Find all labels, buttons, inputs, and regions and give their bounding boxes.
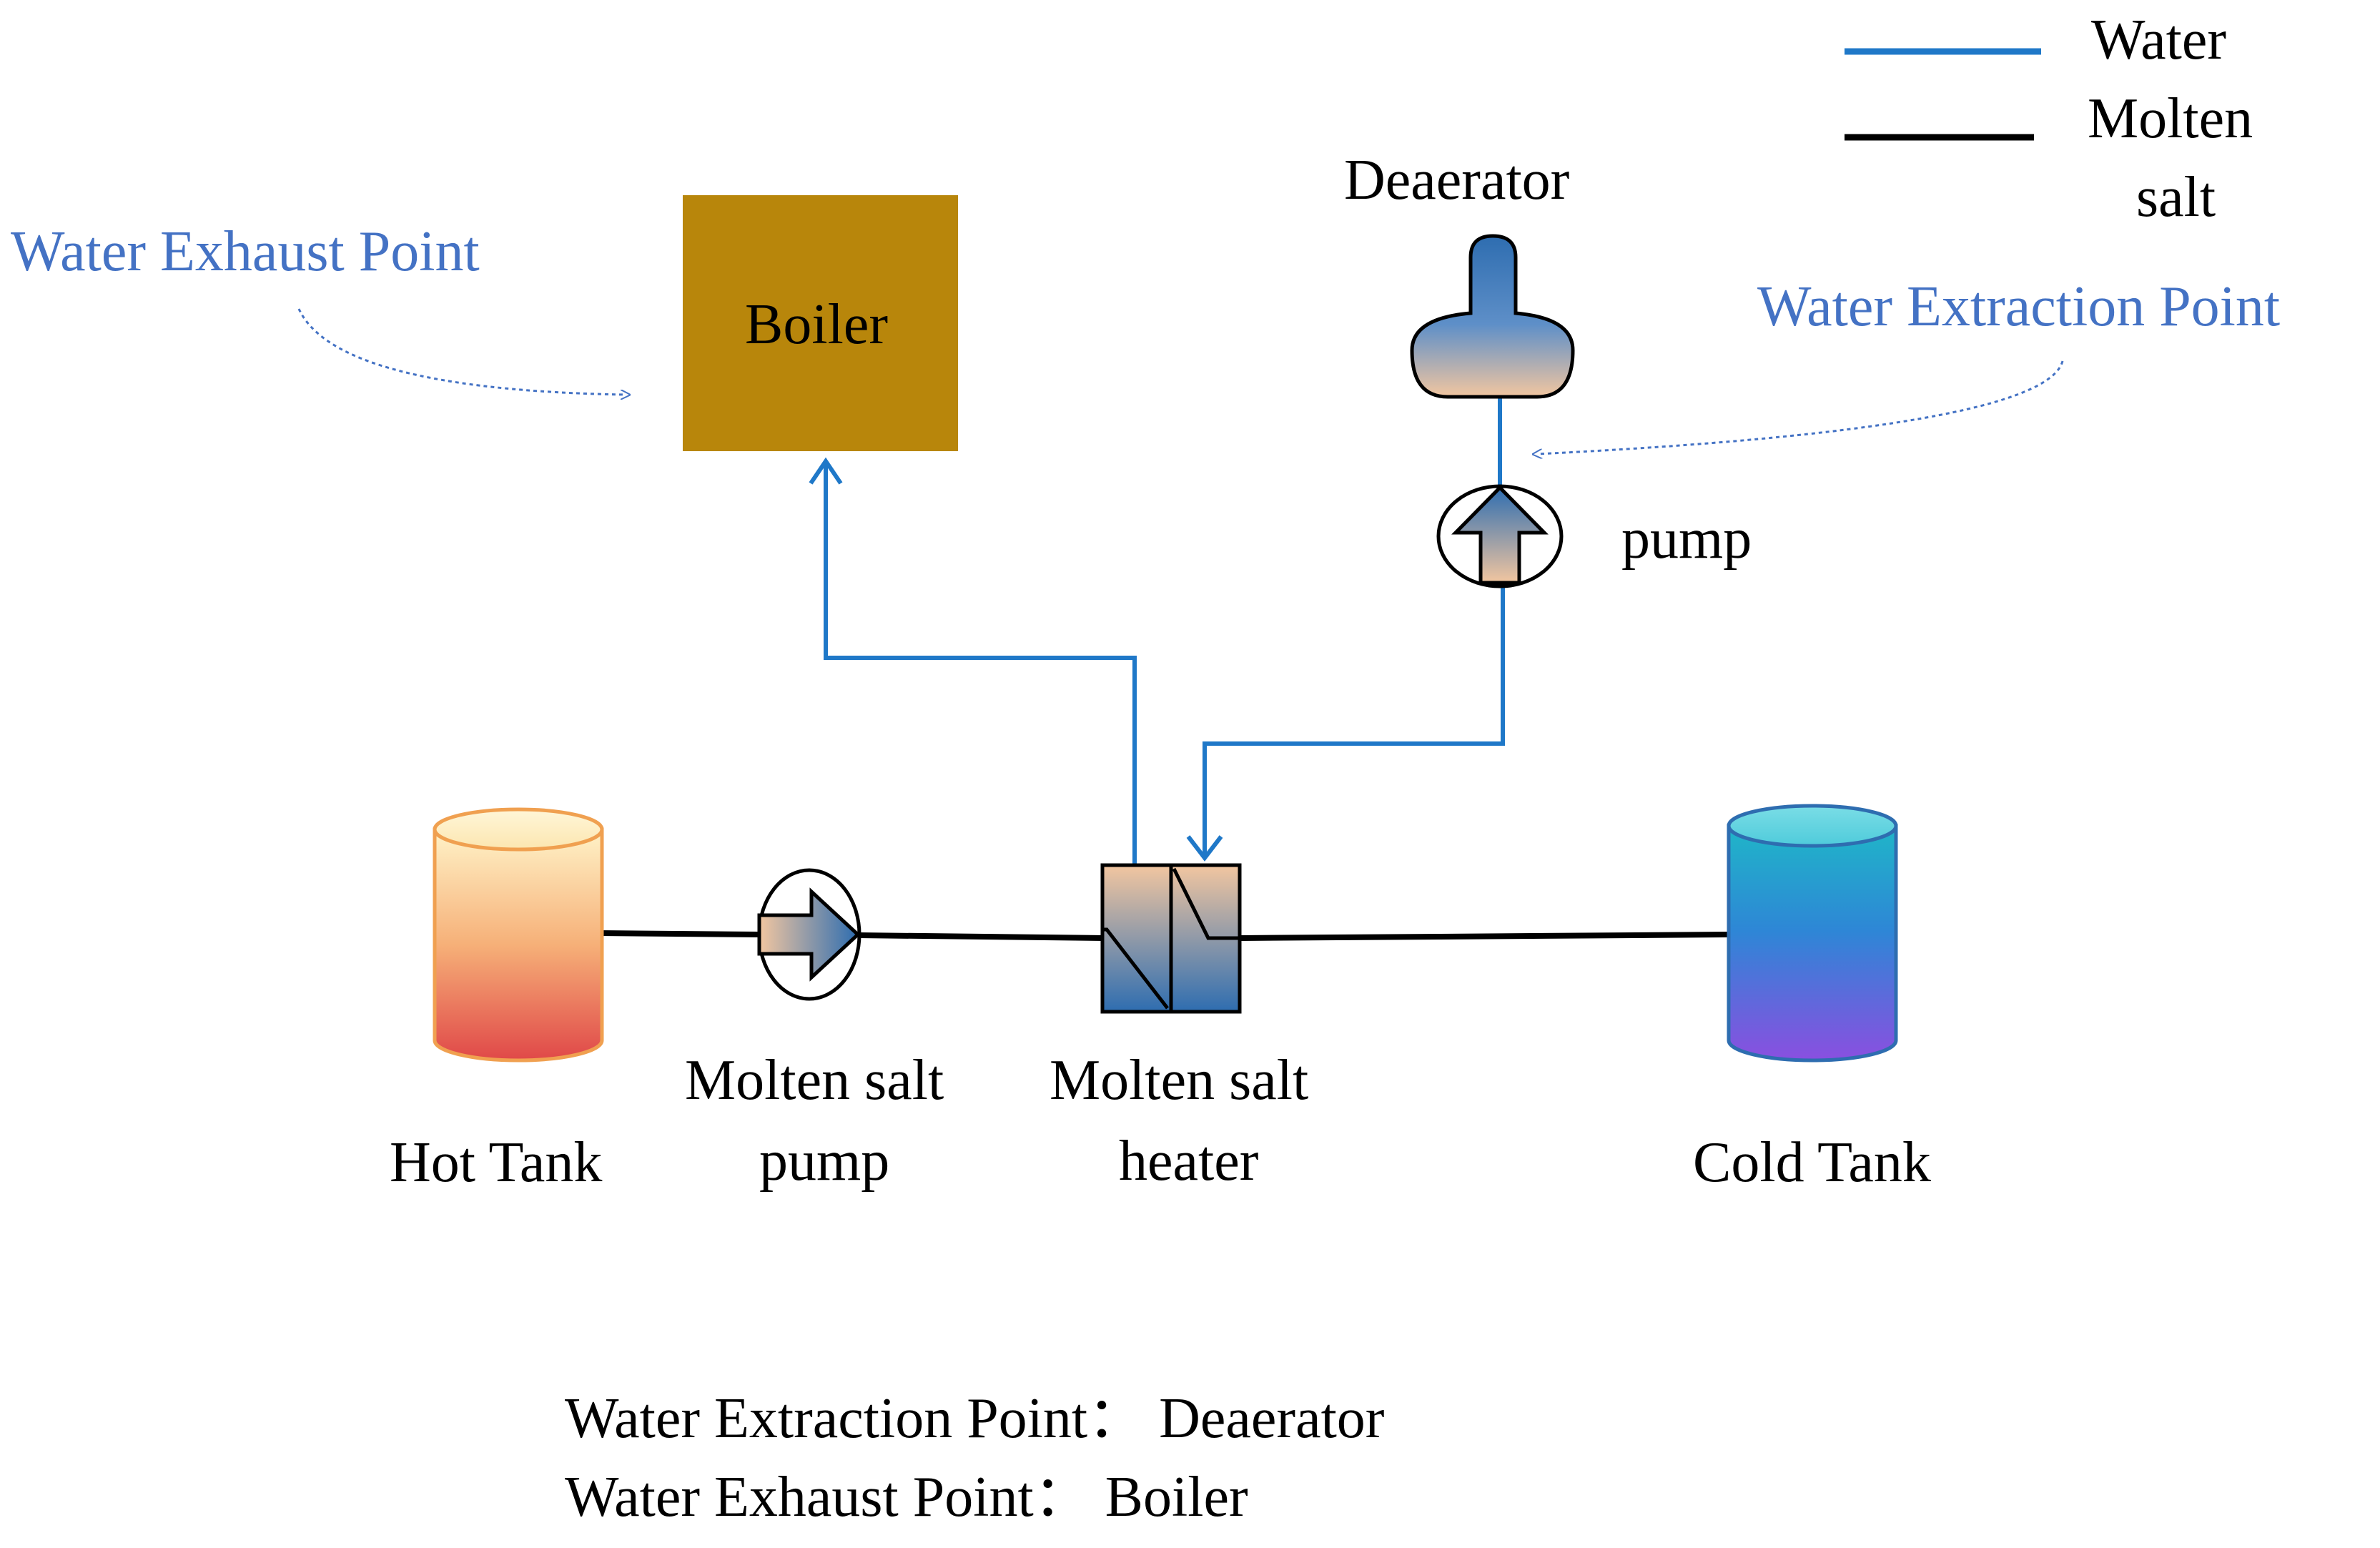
molten-salt-pump: Molten salt pump xyxy=(685,868,944,1193)
caption-line2: Water Exhaust Point： Boiler xyxy=(565,1466,1248,1529)
cold-tank-label: Cold Tank xyxy=(1693,1131,1931,1194)
molten-salt-pump-arrow-icon xyxy=(757,887,861,982)
water-extraction-callout xyxy=(1537,360,2064,454)
deaerator: Deaerator xyxy=(1344,149,1575,399)
molten-salt-pump-label-line1: Molten salt xyxy=(685,1049,944,1112)
boiler-label: Boiler xyxy=(745,293,888,356)
deaerator-label: Deaerator xyxy=(1344,149,1569,212)
deaerator-vessel xyxy=(1410,234,1575,399)
water-arrow-boiler-inlet xyxy=(809,457,843,485)
water-exhaust-callout xyxy=(297,308,626,395)
hot-tank-body xyxy=(433,827,604,1063)
caption-line1: Water Extraction Point： Deaerator xyxy=(565,1387,1384,1450)
salt-line-hot-tank-to-pump xyxy=(598,930,762,937)
annotation-water-extraction: Water Extraction Point xyxy=(1537,275,2280,454)
annotation-water-exhaust: Water Exhaust Point xyxy=(11,220,626,395)
cold-tank: Cold Tank xyxy=(1693,804,1931,1194)
cold-tank-body xyxy=(1727,824,1898,1063)
salt-line-pump-to-heater xyxy=(857,932,1105,941)
water-line-heater-to-boiler xyxy=(824,463,1137,865)
molten-salt-heater: Molten salt heater xyxy=(1050,863,1308,1193)
water-line-pump-to-heater xyxy=(1203,588,1505,854)
legend-water-label: Water xyxy=(2091,9,2226,72)
boiler-box xyxy=(683,195,958,451)
molten-salt-pump-label-line2: pump xyxy=(759,1130,889,1193)
heater-coil-right xyxy=(1172,867,1240,940)
legend-molten-salt-label-line2: salt xyxy=(2136,166,2216,229)
cold-tank-top xyxy=(1727,804,1898,848)
water-arrow-heater-inlet xyxy=(1186,835,1223,862)
water-piping xyxy=(809,397,1505,865)
legend-molten-salt-label-line1: Molten xyxy=(2088,87,2253,150)
hot-tank-top xyxy=(433,807,604,852)
hot-tank-label: Hot Tank xyxy=(390,1131,602,1194)
feed-pump-label: pump xyxy=(1621,508,1752,571)
molten-salt-heater-label-line1: Molten salt xyxy=(1050,1049,1308,1112)
salt-line-heater-to-cold-tank xyxy=(1240,932,1731,941)
caption: Water Extraction Point： Deaerator Water … xyxy=(565,1387,1384,1529)
heater-coil-left xyxy=(1102,927,1169,1010)
boiler: Boiler xyxy=(683,195,958,451)
water-extraction-point-label: Water Extraction Point xyxy=(1757,275,2280,338)
legend: Water Molten salt xyxy=(1845,9,2253,229)
molten-salt-piping xyxy=(598,930,1731,941)
feed-pump-arrow-icon xyxy=(1451,485,1549,585)
feed-pump: pump xyxy=(1436,484,1752,588)
water-exhaust-point-label: Water Exhaust Point xyxy=(11,220,480,283)
hot-tank: Hot Tank xyxy=(390,807,604,1194)
molten-salt-heater-label-line2: heater xyxy=(1119,1130,1258,1193)
